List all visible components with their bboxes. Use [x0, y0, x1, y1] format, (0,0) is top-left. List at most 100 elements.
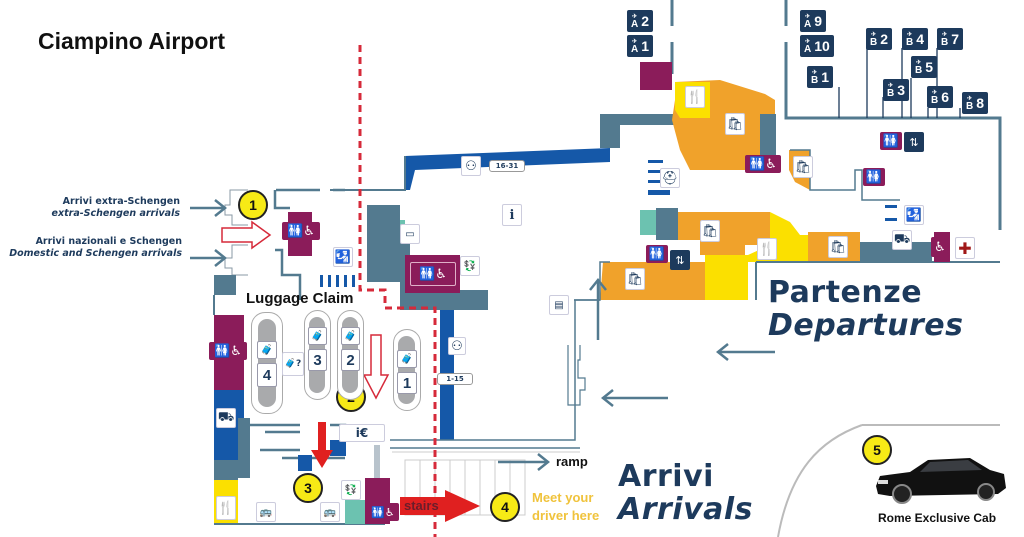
info-currency-icon: i€ — [339, 424, 385, 442]
bar-drink-icon: 🍴 — [216, 496, 236, 520]
plane-icon: ✈B — [915, 60, 923, 76]
plum-block-top — [640, 62, 672, 90]
page-title: Ciampino Airport — [38, 28, 225, 54]
passport-control-icon: 🛂 — [904, 205, 924, 225]
plane-icon: ✈B — [941, 32, 949, 48]
belt-2: 🧳 2 — [337, 310, 364, 400]
checkin-desks-16-31: 16-31 — [489, 160, 525, 172]
slate-block-top — [600, 114, 680, 148]
baggage-drop-icon: ⛟ — [892, 230, 912, 250]
slate-side — [760, 114, 776, 158]
plane-icon: ✈A — [804, 39, 812, 55]
belt-number: 1 — [397, 372, 417, 394]
belt-1: 🧳 1 — [393, 329, 421, 411]
cab-car-image — [870, 450, 1010, 506]
entrance-schengen-label: Arrivi nazionali e Schengen Domestic and… — [0, 236, 182, 260]
yellow-bar-bottom — [705, 255, 748, 300]
plane-icon: ✈B — [906, 32, 914, 48]
plane-icon: ✈A — [631, 39, 639, 55]
passport-control-icon: 🛂 — [333, 247, 353, 267]
belt-number: 2 — [341, 349, 360, 371]
lost-luggage-icon: 🧳? — [282, 352, 304, 376]
restroom-accessible-icon: 🚻♿ — [410, 262, 456, 286]
slate-block-right — [860, 242, 932, 262]
departures-en: Departures — [768, 308, 964, 343]
red-arrow-down — [311, 422, 333, 468]
checkin-icon: ⚇ — [448, 337, 466, 355]
marker-4[interactable]: 4 — [490, 492, 520, 522]
meet-driver-label: Meet your driver here — [532, 490, 600, 523]
ticket-sales-icon: ▭ — [400, 224, 420, 244]
checkin-desks-1-15: 1-15 — [437, 373, 473, 385]
baggage-belt-icon: 🧳 — [397, 350, 417, 368]
restroom-icon: 🚻 — [880, 132, 902, 150]
customs-boundary — [358, 45, 437, 537]
plane-icon: ✈B — [966, 96, 974, 112]
elevator-icon: ⇅ — [670, 250, 690, 270]
plane-icon: ✈A — [631, 14, 639, 30]
hollow-arrow-right — [221, 220, 272, 250]
plane-icon: ✈B — [811, 70, 819, 86]
baggage-drop-icon: ⛟ — [216, 408, 236, 428]
marker-1[interactable]: 1 — [238, 190, 268, 220]
entrance-extra-schengen-it: Arrivi extra-Schengen — [62, 196, 180, 207]
departures-label: Partenze Departures — [768, 276, 963, 342]
road-curve — [777, 424, 1000, 537]
entrance-schengen-it: Arrivi nazionali e Schengen — [35, 236, 182, 247]
shopping-icon: 🛍 — [793, 156, 813, 178]
arrivals-label: Arrivi Arrivals — [618, 460, 753, 526]
cash-machine-icon: ▤ — [549, 295, 569, 315]
change-icon: 💱 — [460, 256, 480, 276]
luggage-claim-label: Luggage Claim — [246, 290, 354, 307]
cab-label: Rome Exclusive Cab — [878, 511, 997, 525]
shopping-icon: 🛍 — [625, 268, 645, 290]
restroom-accessible-icon: 🚻♿ — [282, 222, 320, 240]
plane-icon: ✈A — [804, 14, 812, 30]
plane-icon: ✈B — [931, 90, 939, 106]
stairs-arrow — [400, 490, 480, 522]
stairs-label: stairs — [404, 498, 439, 513]
orange-shops-left — [600, 262, 712, 300]
belt-3: 🧳 3 — [304, 310, 331, 400]
change-icon: 💱 — [341, 480, 361, 500]
security-check-icon: ⛑ — [660, 168, 680, 188]
bar-drink-icon: 🍴 — [757, 238, 777, 260]
marker-5[interactable]: 5 — [862, 435, 892, 465]
checkin-icon: ⚇ — [461, 156, 481, 176]
shopping-icon: 🛍 — [828, 236, 848, 258]
entrance-extra-schengen-en: extra-Schengen arrivals — [51, 208, 180, 219]
baggage-belt-icon: 🧳 — [308, 327, 327, 345]
teal-block — [640, 210, 660, 235]
checkin-band-top — [405, 148, 610, 190]
marker-3[interactable]: 3 — [293, 473, 323, 503]
belt-number: 4 — [257, 363, 277, 387]
entrance-schengen-en: Domestic and Schengen arrivals — [9, 248, 182, 259]
slate-block-mid — [656, 208, 678, 240]
first-aid-icon: ✚ — [955, 237, 975, 259]
accessible-icon: ♿ — [931, 237, 949, 257]
entry-arrows — [190, 199, 228, 267]
shopping-icon: 🛍 — [700, 220, 720, 242]
elevator-icon: ⇅ — [904, 132, 924, 152]
hall-slate-block — [367, 205, 488, 310]
baggage-belt-icon: 🧳 — [341, 327, 360, 345]
departures-arrows — [498, 277, 775, 471]
bus-tickets-icon: 🚌 — [256, 502, 276, 522]
restroom-icon: 🚻 — [646, 245, 668, 263]
arrivals-en: Arrivals — [618, 492, 754, 527]
ramp-label: ramp — [556, 454, 588, 469]
bar-drink-icon: 🍴 — [685, 86, 705, 108]
plane-icon: ✈B — [887, 83, 895, 99]
plane-icon: ✈B — [870, 32, 878, 48]
shopping-icon: 🛍 — [725, 113, 745, 135]
baggage-belt-icon: 🧳 — [257, 341, 277, 359]
